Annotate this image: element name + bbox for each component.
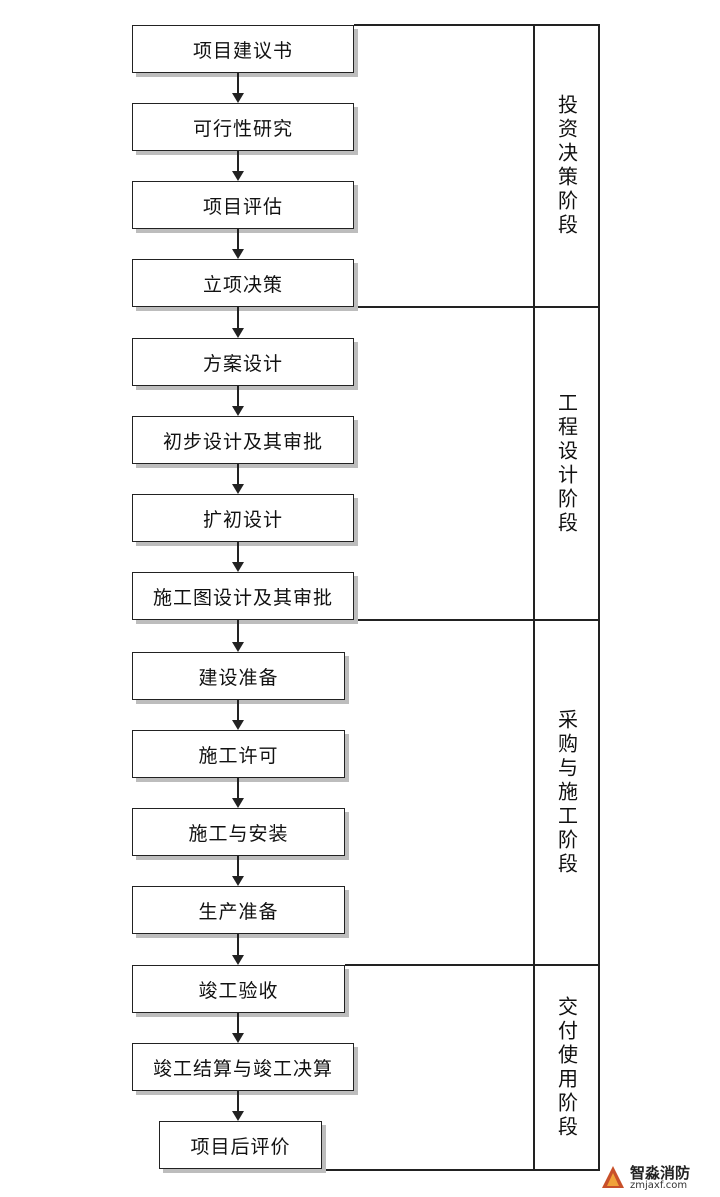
step-box-2: 可行性研究 <box>132 103 354 151</box>
step-box-6: 初步设计及其审批 <box>132 416 354 464</box>
step-box-8: 施工图设计及其审批 <box>132 572 354 620</box>
arrow-down-4 <box>232 307 244 338</box>
phase-label-investment-decision: 投资决策阶段 <box>536 26 598 306</box>
arrow-down-10 <box>232 778 244 808</box>
arrow-down-6 <box>232 464 244 494</box>
step-box-5: 方案设计 <box>132 338 354 386</box>
frame-bottom-line <box>322 1169 600 1171</box>
phase-label-delivery-use: 交付使用阶段 <box>536 966 598 1169</box>
phase-text-4: 交付使用阶段 <box>554 995 579 1140</box>
step-box-7: 扩初设计 <box>132 494 354 542</box>
step-box-14: 竣工结算与竣工决算 <box>132 1043 354 1091</box>
arrow-down-2 <box>232 151 244 181</box>
frame-far-right-line <box>598 24 600 1170</box>
watermark-logo: 智淼消防 zmjaxf.com <box>600 1160 716 1194</box>
arrow-down-9 <box>232 700 244 730</box>
arrow-down-5 <box>232 386 244 416</box>
phase-text-2: 工程设计阶段 <box>554 391 579 536</box>
logo-name: 智淼消防 <box>630 1164 691 1182</box>
arrow-down-1 <box>232 73 244 103</box>
step-box-1: 项目建议书 <box>132 25 354 73</box>
logo-mark-icon <box>602 1166 624 1188</box>
step-box-15: 项目后评价 <box>159 1121 322 1169</box>
step-box-3: 项目评估 <box>132 181 354 229</box>
arrow-down-13 <box>232 1013 244 1043</box>
arrow-down-12 <box>232 934 244 965</box>
phase-label-procurement-construction: 采购与施工阶段 <box>536 621 598 964</box>
step-box-10: 施工许可 <box>132 730 345 778</box>
arrow-down-8 <box>232 620 244 652</box>
step-box-11: 施工与安装 <box>132 808 345 856</box>
arrow-down-7 <box>232 542 244 572</box>
arrow-down-14 <box>232 1091 244 1121</box>
step-box-9: 建设准备 <box>132 652 345 700</box>
phase-text-1: 投资决策阶段 <box>554 94 579 238</box>
frame-divider-2 <box>354 619 600 621</box>
step-box-4: 立项决策 <box>132 259 354 307</box>
frame-right-line <box>533 24 535 1170</box>
phase-text-3: 采购与施工阶段 <box>554 708 579 877</box>
phase-label-engineering-design: 工程设计阶段 <box>536 308 598 619</box>
step-box-12: 生产准备 <box>132 886 345 934</box>
logo-url: zmjaxf.com <box>630 1180 688 1191</box>
frame-top-line <box>354 24 600 26</box>
arrow-down-3 <box>232 229 244 259</box>
frame-divider-3 <box>345 964 600 966</box>
step-box-13: 竣工验收 <box>132 965 345 1013</box>
frame-divider-1 <box>354 306 600 308</box>
arrow-down-11 <box>232 856 244 886</box>
